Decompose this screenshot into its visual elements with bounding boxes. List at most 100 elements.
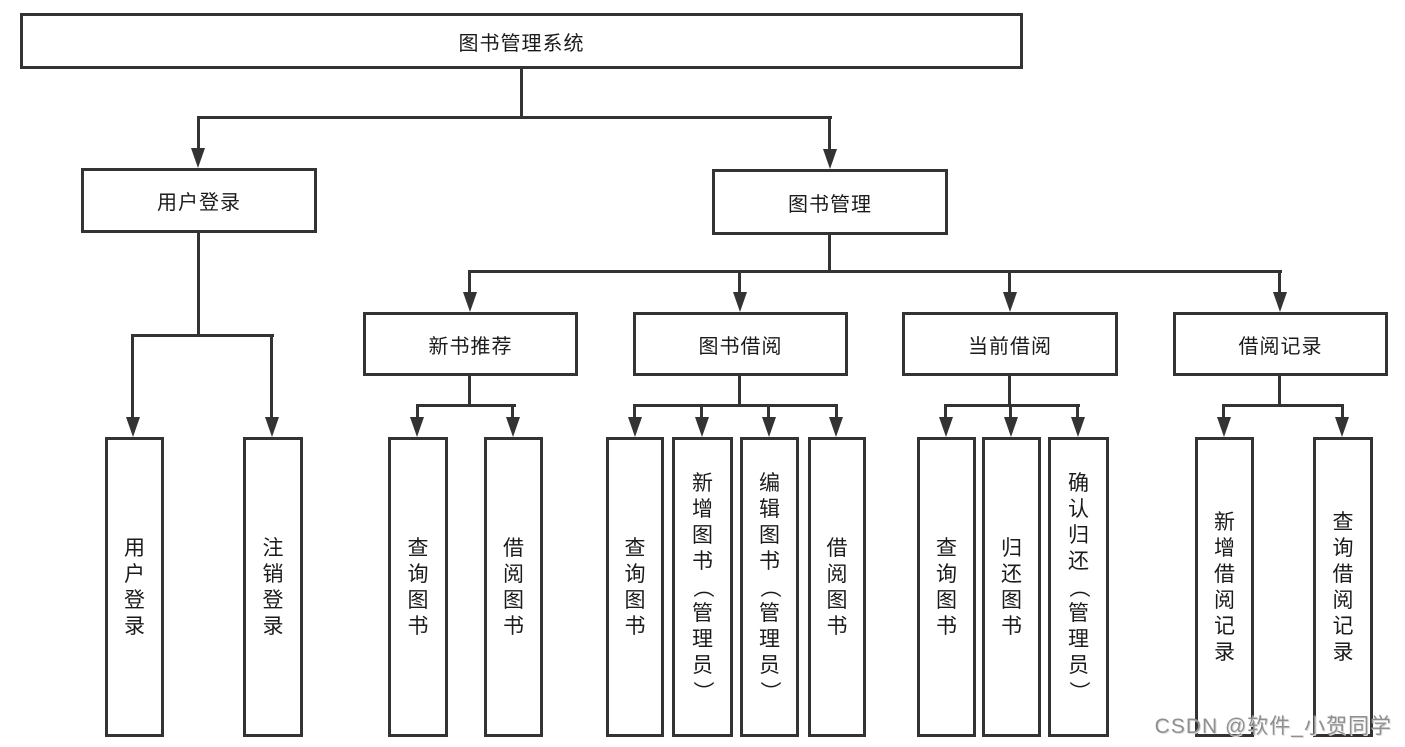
connector-line <box>511 404 514 418</box>
vertical-char: 书 <box>624 614 646 638</box>
node-current-borrow: 当前借阅 <box>902 312 1118 376</box>
vertical-char: 确 <box>1068 471 1089 495</box>
arrowhead-icon <box>126 417 140 437</box>
connector-line <box>1008 375 1011 406</box>
connector-line <box>738 375 741 406</box>
leaf-logout-label: 注销登录 <box>263 533 284 642</box>
vertical-char: 理 <box>692 627 713 651</box>
arrowhead-icon <box>463 292 477 312</box>
vertical-char: 管 <box>759 601 780 625</box>
arrowhead-icon <box>410 417 424 437</box>
node-user-login: 用户登录 <box>81 168 317 233</box>
arrowhead-icon <box>1004 417 1018 437</box>
vertical-char: 查 <box>624 536 646 560</box>
connector-line <box>197 116 200 150</box>
vertical-char: 查 <box>407 536 429 560</box>
leaf-borrow-query-books: 查询图书 <box>606 437 664 737</box>
vertical-char: 登 <box>124 588 145 612</box>
leaf-newbooks-borrow-books: 借阅图书 <box>484 437 543 737</box>
vertical-char: 书 <box>826 614 848 638</box>
leaf-borrow-borrow-books-label: 借阅图书 <box>827 533 848 642</box>
leaf-user-login-label: 用户登录 <box>124 533 145 642</box>
vertical-char: 录 <box>262 614 284 638</box>
vertical-char: 图 <box>826 588 848 612</box>
vertical-char: 还 <box>1068 549 1089 573</box>
leaf-current-return-books-label: 归还图书 <box>1001 533 1022 642</box>
leaf-borrow-borrow-books: 借阅图书 <box>808 437 866 737</box>
leaf-records-query-borrow-record: 查询借阅记录 <box>1313 437 1373 737</box>
vertical-char: 管 <box>692 601 713 625</box>
vertical-char: 员 <box>1068 653 1089 677</box>
connector-line <box>468 270 471 293</box>
vertical-char: 借 <box>826 536 848 560</box>
connector-line <box>416 404 516 407</box>
connector-line <box>131 334 134 418</box>
vertical-char: 询 <box>624 562 646 586</box>
vertical-char: 阅 <box>503 562 524 586</box>
connector-line <box>944 404 1080 407</box>
vertical-char: 还 <box>1001 562 1022 586</box>
connector-line <box>469 270 1282 273</box>
arrowhead-icon <box>191 148 205 168</box>
arrowhead-icon <box>823 149 837 169</box>
vertical-char: （ <box>1067 576 1090 598</box>
node-book-management: 图书管理 <box>712 169 948 235</box>
connector-line <box>1009 404 1012 418</box>
leaf-newbooks-borrow-books-label: 借阅图书 <box>503 533 524 642</box>
vertical-char: 书 <box>1001 614 1022 638</box>
vertical-char: 询 <box>1332 536 1354 560</box>
arrowhead-icon <box>1071 417 1085 437</box>
arrowhead-icon <box>939 417 953 437</box>
vertical-char: 询 <box>407 562 429 586</box>
vertical-char: （ <box>691 576 714 598</box>
arrowhead-icon <box>762 417 776 437</box>
vertical-char: 理 <box>759 627 780 651</box>
leaf-current-query-books-label: 查询图书 <box>936 533 957 642</box>
leaf-borrow-query-books-label: 查询图书 <box>625 533 646 642</box>
connector-line <box>633 404 838 407</box>
node-book-borrow-label: 图书借阅 <box>698 335 783 358</box>
arrowhead-icon <box>733 292 747 312</box>
leaf-current-confirm-return-admin-label: 确认归还（管理员） <box>1067 468 1090 707</box>
vertical-char: 归 <box>1068 523 1089 547</box>
vertical-char: 阅 <box>826 562 848 586</box>
connector-line <box>416 404 419 418</box>
leaf-borrow-edit-books-admin: 编辑图书（管理员） <box>740 437 799 737</box>
connector-line <box>468 375 471 406</box>
vertical-char: 书 <box>503 614 524 638</box>
arrowhead-icon <box>1217 417 1231 437</box>
vertical-char: 阅 <box>1214 588 1235 612</box>
vertical-char: 查 <box>936 536 957 560</box>
connector-line <box>944 404 947 418</box>
node-borrow-records-label: 借阅记录 <box>1238 335 1323 358</box>
vertical-char: 借 <box>1332 562 1354 586</box>
vertical-char: 员 <box>692 653 713 677</box>
vertical-char: 录 <box>1332 640 1354 664</box>
leaf-records-query-borrow-record-label: 查询借阅记录 <box>1333 507 1354 668</box>
vertical-char: 询 <box>936 562 957 586</box>
vertical-char: 增 <box>692 497 713 521</box>
leaf-records-add-borrow-record: 新增借阅记录 <box>1195 437 1254 737</box>
arrowhead-icon <box>1003 292 1017 312</box>
vertical-char: 辑 <box>759 497 780 521</box>
node-new-book-recommend: 新书推荐 <box>363 312 578 376</box>
vertical-char: 图 <box>503 588 524 612</box>
vertical-char: 记 <box>1332 614 1354 638</box>
vertical-char: 员 <box>759 653 780 677</box>
node-book-management-label: 图书管理 <box>788 193 872 216</box>
vertical-char: 图 <box>692 523 713 547</box>
connector-line <box>1278 270 1281 293</box>
leaf-borrow-add-books-admin-label: 新增图书（管理员） <box>691 468 714 707</box>
vertical-char: 注 <box>262 536 284 560</box>
vertical-char: 书 <box>936 614 957 638</box>
arrowhead-icon <box>1335 417 1349 437</box>
connector-line <box>197 231 200 336</box>
vertical-char: ） <box>1067 680 1090 702</box>
vertical-char: 户 <box>124 562 145 586</box>
connector-line <box>835 404 838 418</box>
node-user-login-label: 用户登录 <box>157 192 241 214</box>
node-root: 图书管理系统 <box>20 13 1023 69</box>
vertical-char: 认 <box>1068 497 1089 521</box>
vertical-char: 阅 <box>1332 588 1354 612</box>
